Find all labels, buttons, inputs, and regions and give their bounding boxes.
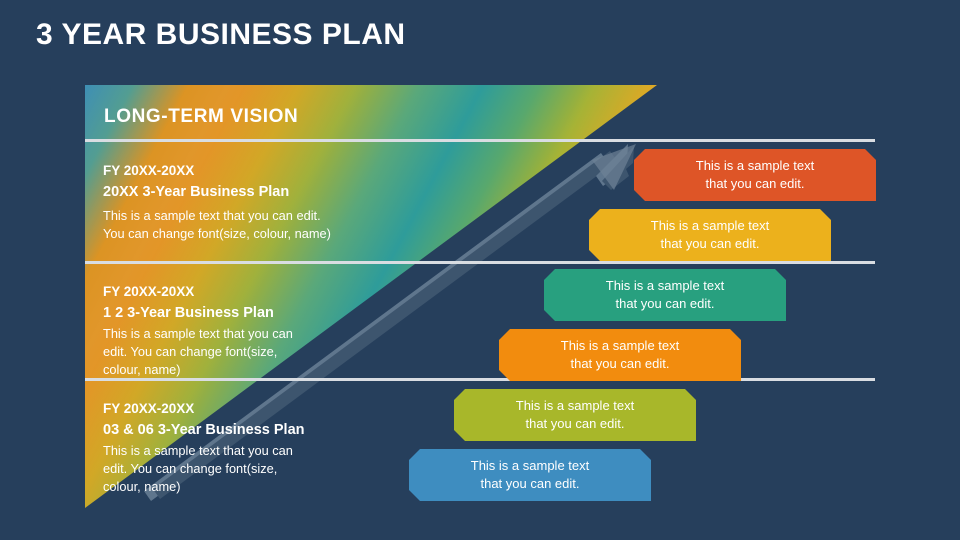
tier-3-body-line-1: This is a sample text that you can [103, 442, 293, 458]
callout-box-1[interactable]: This is a sample text that you can edit. [634, 149, 876, 201]
tier-divider-3 [85, 378, 875, 381]
callout-5-line-2: that you can edit. [525, 416, 625, 431]
tier-3-fiscal-year: FY 20XX-20XX [103, 401, 195, 416]
callout-6-line-1: This is a sample text [470, 458, 590, 474]
tier-1-body-line-2: You can change font(size, colour, name) [103, 225, 331, 241]
tier-1-fiscal-year: FY 20XX-20XX [103, 163, 195, 178]
page-title: 3 YEAR BUSINESS PLAN [36, 18, 406, 51]
tier-2-text-block: FY 20XX-20XX 1 2 3-Year Business Plan Th… [103, 282, 335, 379]
callout-2-line-2: that you can edit. [660, 236, 760, 251]
tier-3-body-line-2: edit. You can change font(size, [103, 460, 278, 476]
long-term-vision-label: LONG-TERM VISION [104, 106, 299, 127]
callout-box-6[interactable]: This is a sample text that you can edit. [409, 449, 651, 501]
callout-box-2[interactable]: This is a sample text that you can edit. [589, 209, 831, 261]
tier-divider-1 [85, 139, 875, 142]
callout-6-line-2: that you can edit. [480, 476, 580, 491]
callout-4-line-2: that you can edit. [570, 356, 670, 371]
tier-2-fiscal-year: FY 20XX-20XX [103, 284, 195, 299]
tier-2-body-line-3: colour, name) [103, 361, 181, 377]
tier-3-body-line-3: colour, name) [103, 478, 181, 494]
callout-2-line-1: This is a sample text [650, 218, 770, 234]
callout-3-line-2: that you can edit. [615, 296, 715, 311]
callout-4-line-1: This is a sample text [560, 338, 680, 354]
callout-1-line-1: This is a sample text [695, 158, 815, 174]
callout-3-line-1: This is a sample text [605, 278, 725, 294]
callout-box-3[interactable]: This is a sample text that you can edit. [544, 269, 786, 321]
tier-1-body-line-1: This is a sample text that you can edit. [103, 207, 321, 223]
callout-box-4[interactable]: This is a sample text that you can edit. [499, 329, 741, 381]
tier-2-heading: 1 2 3-Year Business Plan [103, 304, 274, 321]
callout-1-line-2: that you can edit. [705, 176, 805, 191]
tier-2-body-line-2: edit. You can change font(size, [103, 343, 278, 359]
tier-1-heading: 20XX 3-Year Business Plan [103, 183, 290, 200]
tier-2-body-line-1: This is a sample text that you can [103, 325, 293, 341]
tier-1-text-block: FY 20XX-20XX 20XX 3-Year Business Plan T… [103, 161, 403, 243]
tier-3-heading: 03 & 06 3-Year Business Plan [103, 421, 305, 438]
tier-3-text-block: FY 20XX-20XX 03 & 06 3-Year Business Pla… [103, 399, 335, 496]
callout-box-5[interactable]: This is a sample text that you can edit. [454, 389, 696, 441]
callout-5-line-1: This is a sample text [515, 398, 635, 414]
tier-divider-2 [85, 261, 875, 264]
